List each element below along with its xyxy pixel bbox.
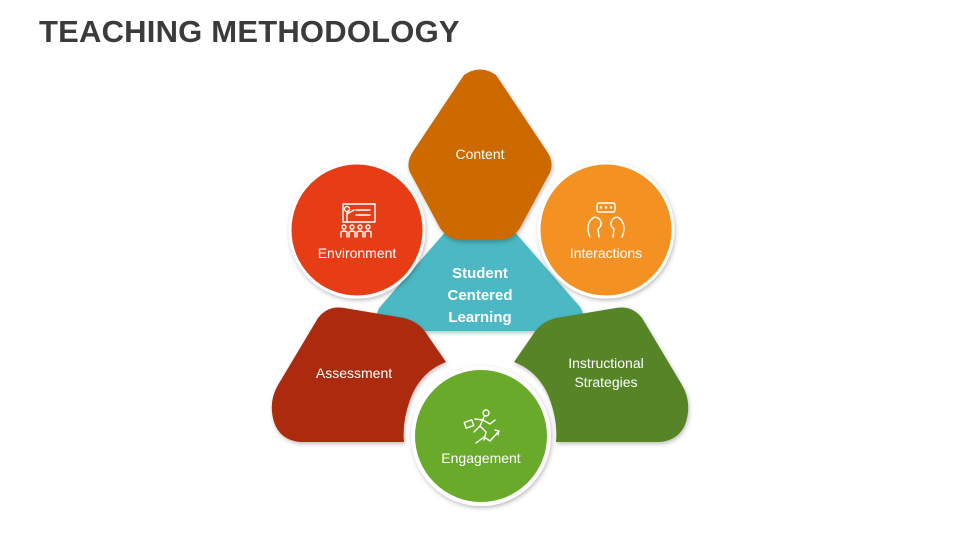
content-label: Content (455, 146, 504, 162)
center-hub (377, 200, 583, 331)
environment-label: Environment (318, 245, 397, 261)
assessment-petal (271, 307, 446, 442)
segment-instructional-strategies: Instructional Strategies (514, 307, 689, 442)
segment-interactions: Interactions (537, 161, 675, 299)
content-petal (408, 69, 552, 240)
assessment-label: Assessment (316, 365, 392, 381)
runner-chart-icon (463, 409, 500, 444)
segment-environment: Environment (288, 161, 426, 299)
engagement-label: Engagement (441, 450, 521, 466)
engagement-circle (411, 366, 551, 506)
instructional-label-line2: Strategies (574, 374, 637, 390)
center-label-line2: Centered (447, 287, 512, 304)
interactions-circle (537, 161, 675, 299)
instructional-strategies-petal (514, 307, 689, 442)
center-label: Student Centered Learning (447, 265, 512, 326)
segment-assessment: Assessment (271, 307, 446, 442)
environment-circle (288, 161, 426, 299)
center-triangle (377, 200, 583, 331)
segment-engagement: Engagement (411, 366, 551, 506)
classroom-icon (340, 203, 376, 238)
interactions-label: Interactions (570, 245, 642, 261)
center-label-line3: Learning (448, 309, 511, 326)
center-label-line1: Student (452, 265, 508, 282)
page-title: TEACHING METHODOLOGY (39, 14, 460, 49)
discussion-icon (587, 202, 625, 238)
segment-content: Content (408, 69, 552, 240)
instructional-label-line1: Instructional (568, 355, 643, 371)
